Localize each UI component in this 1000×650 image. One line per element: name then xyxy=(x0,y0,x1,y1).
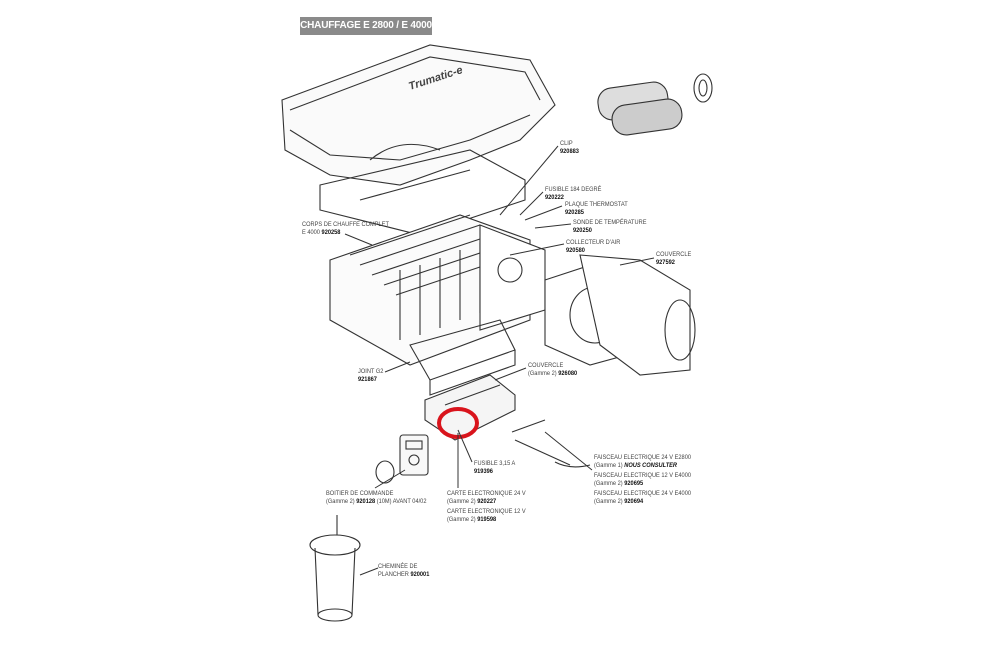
label-harness-12v-e4000: FAISCEAU ELECTRIQUE 12 V E4000(Gamme 2) … xyxy=(594,472,692,487)
electronic-box xyxy=(424,374,516,441)
floor-chimney xyxy=(309,515,361,622)
lower-housing xyxy=(409,319,516,396)
label-harness-24v-e4000: FAISCEAU ELECTRIQUE 24 V E4000(Gamme 2) … xyxy=(594,490,692,505)
label-harness-24v-e2800: FAISCEAU ELECTRIQUE 24 V E2800(Gamme 1) … xyxy=(594,454,692,469)
heat-shield-plate xyxy=(319,149,526,236)
heater-top-cover: Trumatic-e xyxy=(281,44,556,186)
wiring-harness xyxy=(511,419,591,468)
right-cover xyxy=(579,254,696,376)
leader-lines xyxy=(344,145,655,576)
control-box xyxy=(375,434,429,484)
label-cover-gamme2: COUVERCLE(Gamme 2) 926080 xyxy=(528,362,578,377)
label-board-24v: CARTE ELECTRONIQUE 24 V(Gamme 2) 920227 xyxy=(447,490,526,505)
label-control-box: BOITIER DE COMMANDE(Gamme 2) 920128 (10M… xyxy=(326,490,427,505)
label-board-12v: CARTE ELECTRONIQUE 12 V(Gamme 2) 919598 xyxy=(447,508,526,523)
air-ducts xyxy=(597,73,713,136)
diagram-title: CHAUFFAGE E 2800 / E 4000 xyxy=(300,17,432,35)
heater-body xyxy=(329,214,546,366)
